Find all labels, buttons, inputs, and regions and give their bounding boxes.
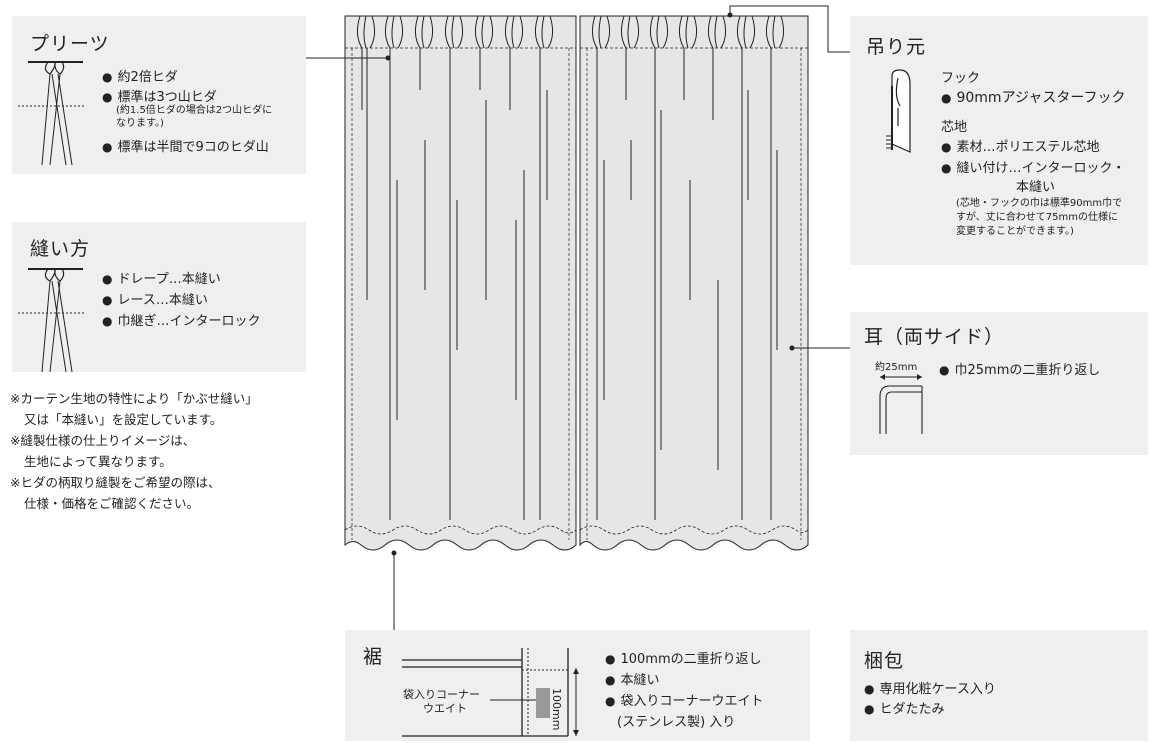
note-line-6: 仕様・価格をご確認ください。	[24, 496, 200, 511]
hook-icon	[886, 69, 911, 153]
side-item: 巾25mmの二重折り返し	[939, 359, 1100, 378]
core-label: 芯地	[941, 120, 968, 135]
side-dim-label: 約25mm	[875, 362, 918, 373]
pleats-panel: プリーツ 約2倍ヒダ 標準は3つ山ヒダ (約1.5倍ヒダの場合は2つ山ヒダに な…	[12, 16, 306, 174]
sewing-item-2: レース…本縫い	[102, 289, 207, 308]
note-line-4: 生地によって異なります。	[24, 454, 172, 469]
pleats-title: プリーツ	[30, 33, 110, 55]
sewing-item-1: ドレープ…本縫い	[102, 268, 220, 287]
core-item-cont: 本縫い	[1016, 180, 1056, 195]
pleats-subnote-1: (約1.5倍ヒダの場合は2つ山ヒダに	[116, 105, 273, 116]
hem-item-3: 袋入りコーナーウエイト	[605, 690, 763, 709]
hook-label: フック	[941, 71, 981, 86]
hook-item: 90mmアジャスターフック	[941, 87, 1125, 107]
hanging-footnote-3: 変更することができます。)	[956, 226, 1074, 237]
packing-title: 梱包	[864, 650, 905, 672]
core-item-2: 縫い付け…インターロック・	[941, 157, 1125, 176]
pleats-item-1: 約2倍ヒダ	[102, 66, 177, 85]
sewing-diagram-icon	[18, 268, 86, 373]
packing-item-2: ヒダたたみ	[864, 698, 944, 717]
packing-item-1: 専用化粧ケース入り	[864, 678, 995, 697]
sewing-item-3: 巾継ぎ…インターロック	[102, 310, 260, 329]
hanging-title: 吊り元	[866, 36, 927, 58]
pleats-item-2: 標準は3つ山ヒダ	[102, 86, 216, 105]
core-item-1: 素材…ポリエステル芯地	[941, 136, 1099, 155]
hem-dim-label: 100mm	[550, 688, 563, 731]
side-panel: 耳（両サイド） 約25mm 巾25mmの二重折り返し	[850, 312, 1148, 455]
hem-item-2: 本縫い	[605, 669, 659, 688]
note-line-5: ※ヒダの柄取り縫製をご希望の際は、	[10, 475, 221, 490]
hem-diagram	[402, 648, 579, 737]
sewing-title: 縫い方	[30, 238, 91, 260]
sewing-panel: 縫い方 ドレープ…本縫い レース…本縫い 巾継ぎ…インターロック	[12, 222, 306, 373]
hanging-panel: 吊り元 フック 90mmアジャスターフック 芯地 素材…ポリエステル芯地 縫い付…	[850, 16, 1148, 265]
curtain-left-panel	[344, 15, 577, 551]
hem-item-1: 100mmの二重折り返し	[605, 648, 761, 667]
hem-weight-label-1: 袋入りコーナー	[403, 688, 480, 701]
note-line-1: ※カーテン生地の特性により「かぶせ縫い」	[10, 391, 258, 406]
hem-panel: 裾 袋入りコーナー ウエイト 100mm 100mmの二重折り返し 本縫い 袋入…	[345, 630, 810, 741]
pleat-diagram-icon	[18, 61, 86, 166]
hem-title: 裾	[363, 646, 384, 668]
note-line-2: 又は「本縫い」を設定しています。	[24, 412, 223, 427]
hem-item-3-cont: (ステンレス製) 入り	[617, 715, 736, 730]
hanging-footnote-1: (芯地・フックの巾は標準90mm巾で	[956, 198, 1123, 209]
hem-weight-label-2: ウエイト	[423, 702, 467, 715]
pleats-subnote-2: なります。)	[116, 118, 164, 129]
note-line-3: ※縫製仕様の仕上りイメージは、	[10, 433, 196, 448]
curtain-right-panel	[579, 15, 809, 551]
side-title: 耳（両サイド）	[864, 326, 1005, 348]
side-fold-icon	[879, 374, 923, 434]
hanging-footnote-2: すが、丈に合わせて75mmの仕様に	[956, 212, 1119, 223]
packing-panel: 梱包 専用化粧ケース入り ヒダたたみ	[850, 630, 1148, 741]
pleats-item-3: 標準は半間で9コのヒダ山	[102, 136, 268, 155]
